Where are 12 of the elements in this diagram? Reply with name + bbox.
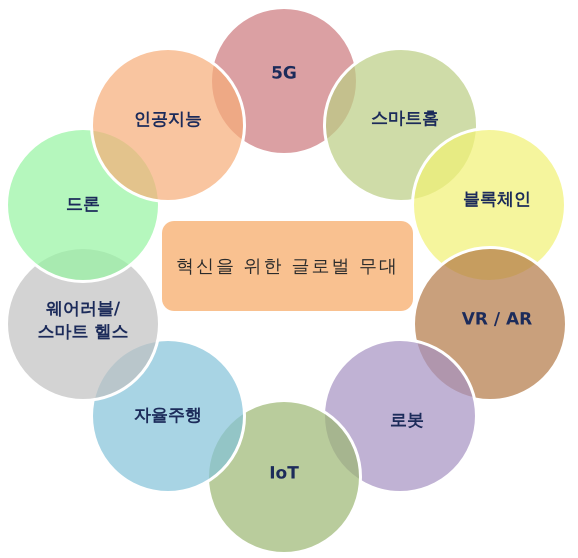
- topic-label: 드론: [65, 194, 101, 216]
- topic-label: 5G: [270, 62, 298, 86]
- topic-label: VR / AR: [460, 308, 534, 332]
- topic-label: IoT: [268, 462, 300, 486]
- banner-text: 혁신을 위한 글로벌 무대: [176, 255, 400, 278]
- topic-label: 웨어러블/ 스마트 헬스: [36, 298, 130, 344]
- topic-label: 자율주행: [133, 404, 203, 428]
- center-banner: [162, 221, 413, 311]
- topic-label: 블록체인: [462, 188, 532, 212]
- topic-label: 인공지능: [133, 108, 203, 132]
- topic-label: 로봇: [389, 410, 425, 432]
- topic-label: 스마트홈: [370, 108, 440, 130]
